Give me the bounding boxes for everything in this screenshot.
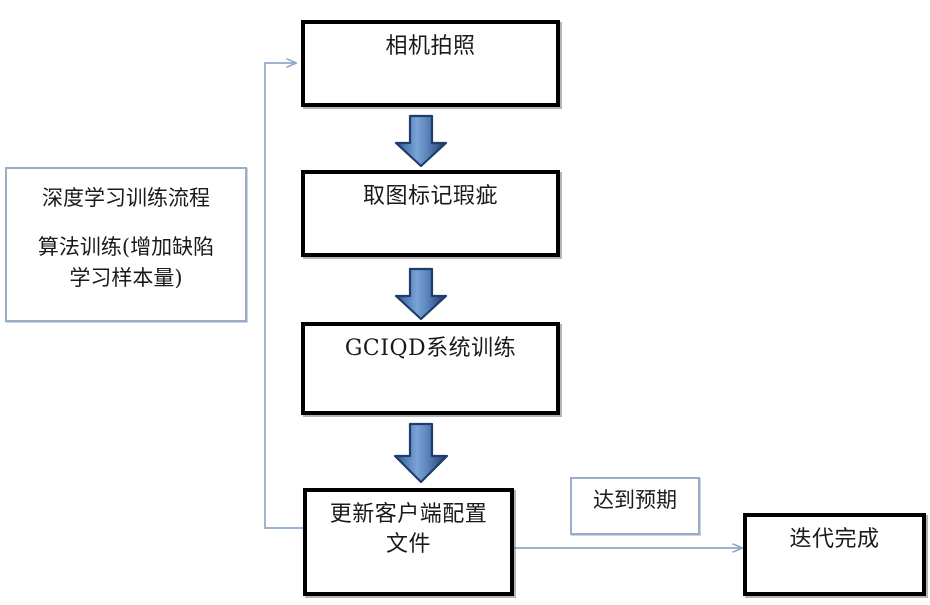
block-arrow-mark-to-train	[394, 267, 448, 321]
process-box-capture-label: 相机拍照	[385, 34, 476, 59]
process-box-mark[interactable]: 取图标记瑕疵	[301, 170, 560, 257]
process-box-done-label: 迭代完成	[789, 527, 880, 552]
process-box-train-label: GCIQD系统训练	[344, 336, 517, 361]
process-box-done[interactable]: 迭代完成	[743, 513, 926, 596]
connector-update-feedback-capture	[264, 63, 303, 529]
process-box-update[interactable]: 更新客户端配置 文件	[303, 488, 514, 596]
edge-label-expect: 达到预期	[570, 477, 700, 535]
block-arrow-train-to-update	[393, 422, 449, 484]
edge-label-expect-text: 达到预期	[593, 488, 677, 512]
sidebar-note-box: 深度学习训练流程 算法训练(增加缺陷 学习样本量)	[5, 167, 247, 322]
process-box-update-label: 更新客户端配置 文件	[329, 502, 488, 557]
process-box-capture[interactable]: 相机拍照	[301, 20, 560, 107]
block-arrow-capture-to-mark	[394, 114, 448, 168]
process-box-mark-label: 取图标记瑕疵	[362, 184, 498, 209]
process-box-train[interactable]: GCIQD系统训练	[301, 322, 560, 415]
sidebar-note-line-1: 深度学习训练流程	[42, 186, 210, 210]
sidebar-note-line-2: 算法训练(增加缺陷 学习样本量)	[37, 235, 215, 290]
